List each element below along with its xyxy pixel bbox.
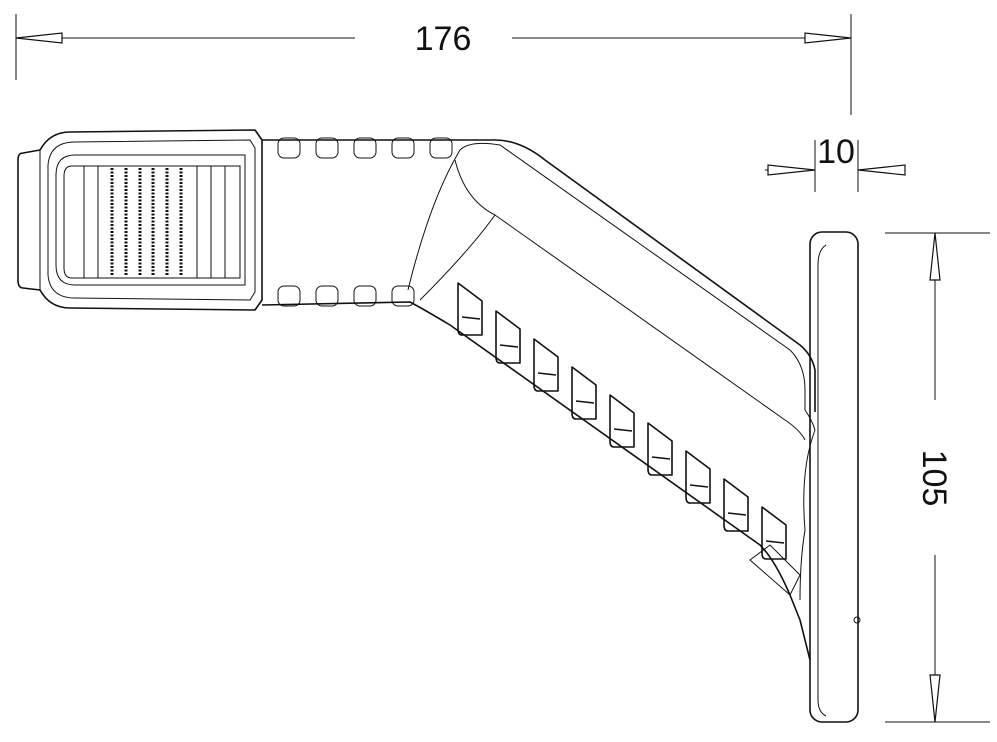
reflector-segment	[457, 282, 483, 336]
reflector-segment	[609, 394, 635, 448]
dimension-label-thickness: 10	[817, 133, 855, 171]
reflector-segment	[495, 310, 521, 364]
reflector-segment	[647, 422, 673, 476]
lens-ribs	[83, 166, 226, 278]
mounting-base	[809, 231, 861, 723]
arm-reflectors	[457, 282, 787, 560]
reflector-segment	[571, 366, 597, 420]
lamp-head	[17, 129, 263, 311]
reflector-segment	[685, 450, 711, 504]
neck-pods	[277, 137, 453, 307]
dimension-height: 105	[885, 232, 990, 723]
dimension-width: 176	[15, 14, 852, 115]
reflector-segment	[533, 338, 559, 392]
arm-body	[261, 139, 816, 661]
dimension-label-height: 105	[915, 450, 953, 507]
reflector-segment	[723, 478, 749, 532]
dimension-thickness: 10	[765, 133, 906, 192]
reflector-segment	[761, 506, 787, 560]
dimension-label-width: 176	[415, 20, 472, 58]
